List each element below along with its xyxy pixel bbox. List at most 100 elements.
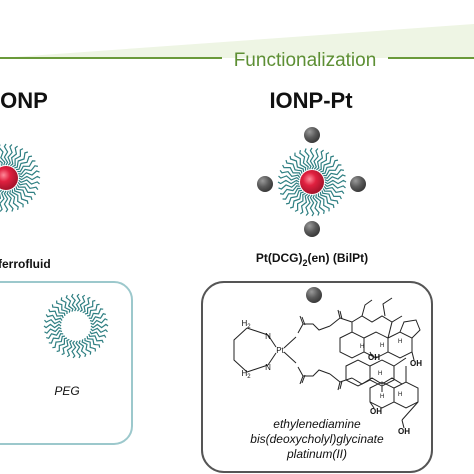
- bilpt-caption: Pt(DCG)2(en) (BilPt): [256, 251, 368, 268]
- ionp-peg-strand: [12, 148, 24, 168]
- peg-peg-strand: [81, 339, 92, 355]
- ionp-pt-peg-strand: [309, 194, 315, 217]
- ionp-peg-strand: [17, 160, 36, 173]
- ionp-peg-strand: [18, 175, 41, 181]
- peg-peg-strand: [44, 326, 62, 334]
- ionp-peg-strand: [0, 190, 5, 212]
- ionp-pt-peg-strand: [318, 152, 330, 172]
- h2-bottom-label: H2: [241, 369, 251, 380]
- h-label-4: H: [378, 371, 382, 377]
- ionp-pt-peg-strand: [316, 149, 324, 171]
- oh-label-3: OH: [370, 407, 382, 416]
- ionp-pt-peg-strand: [309, 147, 315, 170]
- peg-box: [0, 281, 133, 445]
- ionp-peg-strand: [3, 143, 9, 166]
- peg-peg-strand: [44, 318, 62, 325]
- ionp-peg-strand: [0, 160, 3, 166]
- bilpt-name-line1: ethylenediamine: [273, 417, 361, 431]
- peg-peg-strand: [75, 293, 81, 312]
- peg-peg-strand: [90, 318, 108, 326]
- peg-peg-strand: [90, 323, 109, 329]
- ionp-pt-peg-strand: [285, 159, 303, 174]
- ionp-pt-peg-strand: [313, 148, 319, 170]
- ionp-pt-peg-strand: [315, 194, 325, 215]
- pt-center-label: Pt: [276, 346, 284, 355]
- pt-atom-box: [306, 287, 322, 303]
- bilpt-box: [201, 281, 433, 473]
- ionp-pt-peg-strand: [324, 179, 347, 185]
- ionp-peg-strand: [15, 155, 33, 171]
- peg-peg-strand: [75, 340, 82, 359]
- h-label-2: H: [398, 339, 402, 345]
- ionp-pt-peg-strand: [305, 194, 311, 216]
- oh-label-4: OH: [398, 427, 410, 436]
- h-label-6: H: [380, 394, 384, 400]
- n-top-label: N: [265, 332, 271, 341]
- ionp-pt-peg-strand: [289, 191, 304, 209]
- ionp-peg-strand: [18, 165, 39, 175]
- h-label-5: H: [398, 392, 402, 398]
- peg-peg-strand: [71, 340, 77, 359]
- pt-atom-right: [350, 176, 366, 192]
- peg-peg-strand: [79, 294, 86, 313]
- peg-peg-strand: [65, 294, 74, 312]
- ionp-pt-peg-strand: [278, 182, 300, 190]
- ionp-peg-strand: [0, 144, 6, 166]
- oh-label-1: OH: [368, 353, 380, 362]
- ionp-pt-title: IONP-Pt: [269, 88, 353, 113]
- peg-peg-strand: [56, 300, 68, 314]
- peg-peg-strand: [70, 293, 77, 312]
- peg-peg-strand: [46, 330, 63, 340]
- ionp-pt-peg-strand: [289, 155, 305, 173]
- ionp-pt-peg-strand: [299, 149, 309, 170]
- ionp-pt-peg-strand: [323, 164, 342, 177]
- ionp-pt-peg-strand: [279, 170, 301, 178]
- ionp-pt-nanoparticle: [277, 147, 347, 217]
- ionp-pt-peg-strand: [321, 190, 339, 205]
- ionp-pt-peg-strand: [279, 185, 300, 195]
- peg-peg-strand: [48, 333, 64, 344]
- bilpt-name-line3: platinum(II): [286, 447, 347, 461]
- peg-peg-strand: [56, 337, 68, 353]
- n-bottom-label: N: [265, 363, 271, 372]
- ionp-pt-peg-strand: [294, 152, 307, 171]
- pt-atom-left: [257, 176, 273, 192]
- ionp-pt-peg-strand: [317, 193, 330, 212]
- ionp-pt-peg-strand: [282, 164, 302, 176]
- ionp-peg-strand: [15, 186, 33, 201]
- ionp-peg-strand: [18, 179, 40, 185]
- bilpt-name-line2: bis(deoxycholyl)glycinate: [250, 432, 384, 446]
- ionp-pt-peg-strand: [319, 191, 335, 209]
- ionp-pt-peg-strand: [323, 186, 345, 194]
- oh-label-2: OH: [410, 359, 422, 368]
- peg-peg-strand: [86, 335, 101, 348]
- peg-peg-strand: [66, 339, 73, 358]
- ionp-pt-peg-strand: [285, 189, 303, 205]
- peg-peg-strand: [43, 323, 62, 329]
- ionp-pt-peg-strand: [300, 193, 308, 215]
- ionp-peg-strand: [7, 144, 13, 166]
- ionp-pt-peg-strand: [294, 192, 306, 212]
- ionp-pt-peg-strand: [277, 179, 300, 185]
- functionalization-label: Functionalization: [234, 50, 377, 71]
- peg-peg-strand: [87, 303, 100, 317]
- ionp-pt-peg-strand: [320, 155, 335, 173]
- functionalization-wedge: [0, 24, 474, 58]
- peg-peg-strand: [90, 327, 108, 334]
- peg-peg-strand: [89, 331, 107, 338]
- h2-top-label: H2: [241, 319, 251, 330]
- peg-peg-strand: [84, 299, 96, 315]
- pt-atom-bottom: [304, 221, 320, 237]
- ionp-peg-strand: [16, 184, 36, 196]
- peg-peg-strand: [78, 340, 87, 358]
- ionp-peg-strand: [3, 190, 9, 213]
- ionp-iron-oxide-core: [0, 166, 18, 190]
- ionp-peg-strand: [6, 190, 14, 212]
- ferrofluid-caption: ferrofluid: [0, 257, 51, 271]
- ionp-pt-peg-strand: [312, 194, 320, 216]
- ionp-peg-strand: [9, 190, 19, 211]
- ionp-pt-iron-oxide-core: [300, 170, 324, 194]
- ionp-pt-peg-strand: [278, 175, 300, 181]
- ionp-pt-peg-strand: [282, 187, 301, 200]
